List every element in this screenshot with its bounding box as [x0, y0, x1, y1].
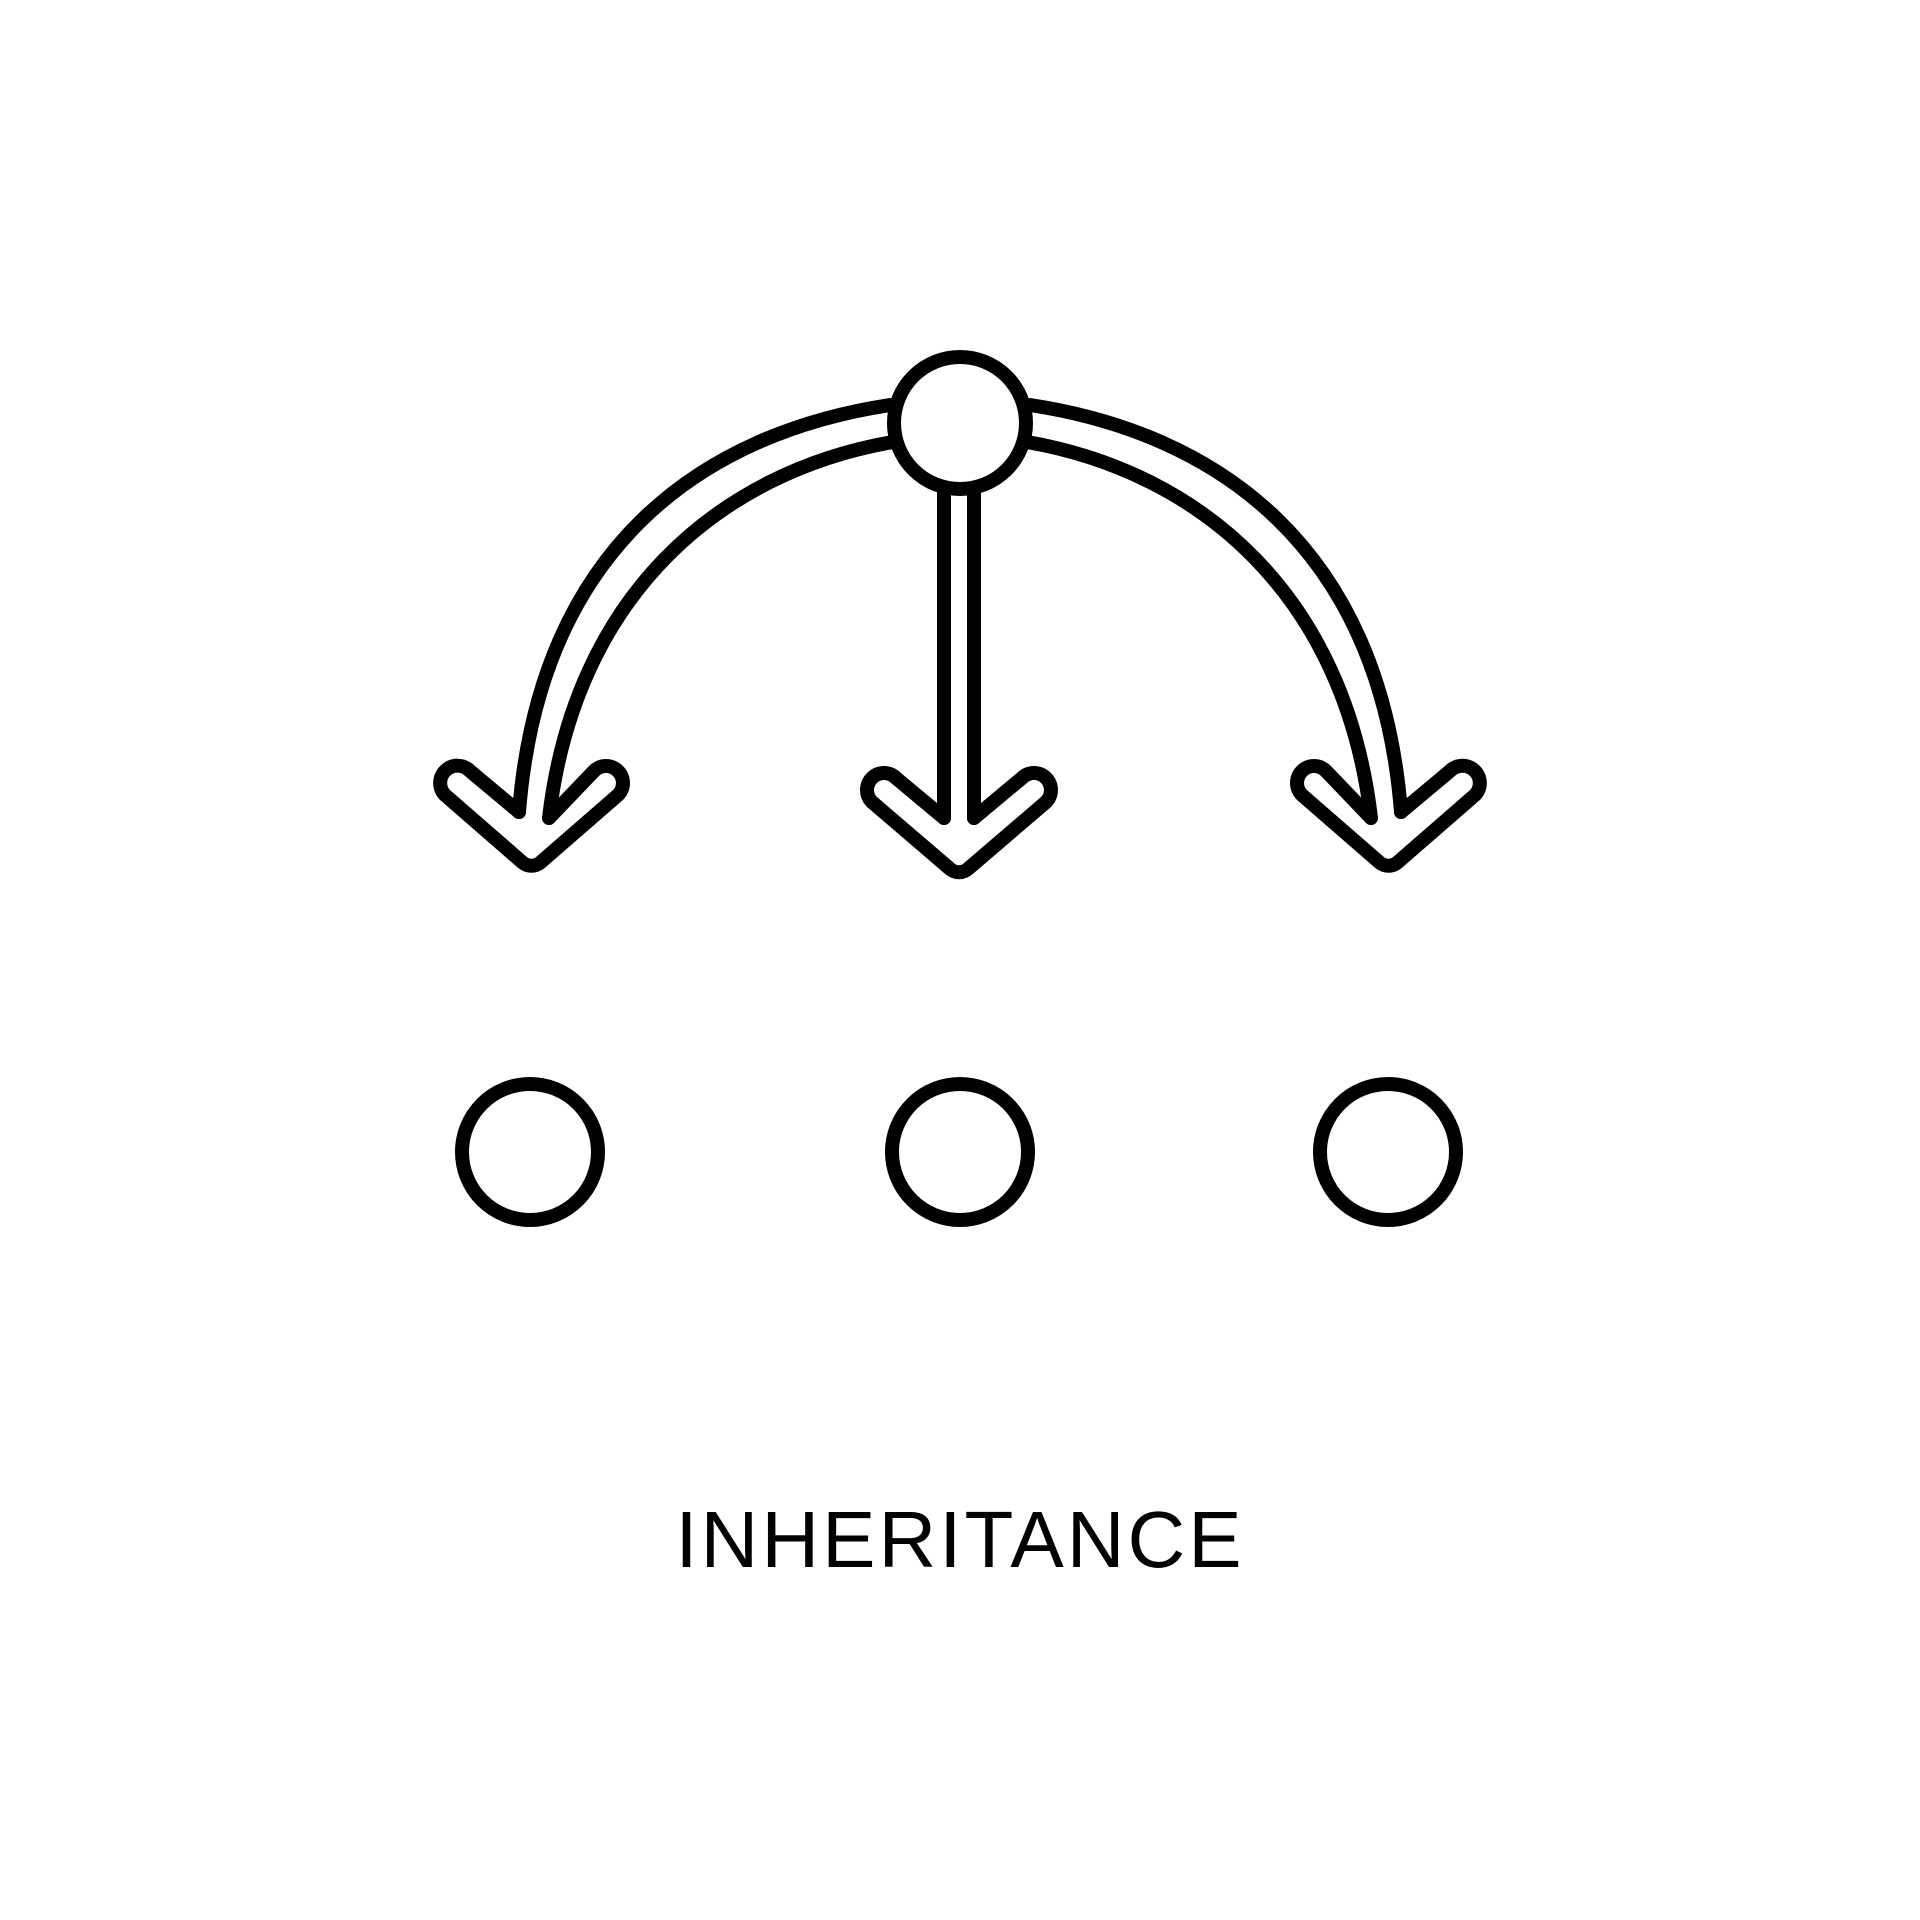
- left-arrow-inner-shaft: [542, 435, 900, 825]
- center-straight-arrow: [860, 481, 1058, 880]
- child-circle-right: [1313, 1077, 1463, 1227]
- parent-circle: [887, 350, 1033, 496]
- left-arrow-outer-shaft: [512, 398, 897, 819]
- right-arrow-outer-shaft: [1023, 398, 1408, 819]
- center-arrow-head: [860, 766, 1058, 880]
- right-arrow-inner-shaft: [1020, 435, 1378, 825]
- left-arrow-head: [433, 758, 630, 873]
- right-arrow-head: [1290, 758, 1487, 873]
- right-curved-arrow: [1020, 398, 1487, 873]
- left-curved-arrow: [433, 398, 900, 873]
- caption-label: INHERITANCE: [675, 1495, 1245, 1584]
- child-circle-left: [455, 1077, 605, 1227]
- child-circle-center: [885, 1077, 1035, 1227]
